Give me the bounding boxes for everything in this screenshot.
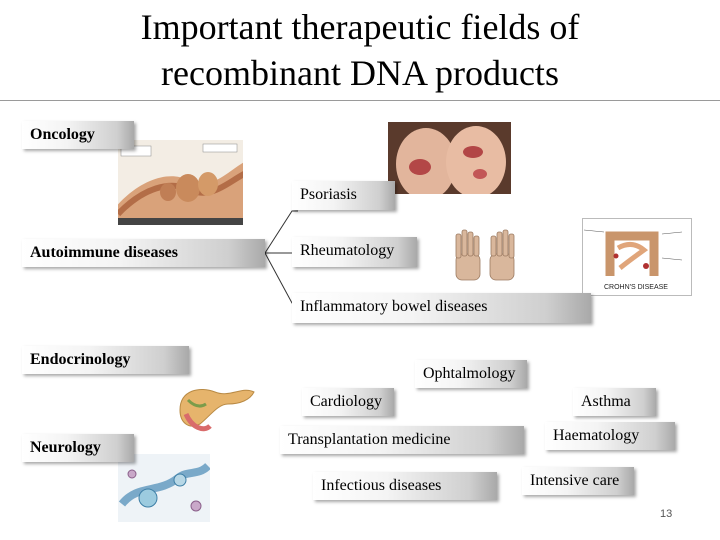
field-cardiology: Cardiology [302,388,394,416]
field-neurology: Neurology [22,434,134,462]
slide-title: Important therapeutic fields of recombin… [0,4,720,96]
connector-psoriasis [264,210,298,254]
field-inflammatory-bowel-diseases: Inflammatory bowel diseases [292,293,591,323]
psoriasis-knees-image [388,122,511,194]
title-divider [0,100,720,101]
field-psoriasis: Psoriasis [292,181,395,210]
title-line-1: Important therapeutic fields of [140,7,580,47]
field-haematology: Haematology [545,422,675,450]
field-endocrinology: Endocrinology [22,346,189,374]
field-asthma: Asthma [573,388,656,416]
field-transplantation-medicine: Transplantation medicine [280,426,524,454]
field-infectious-diseases: Infectious diseases [313,472,497,500]
field-ophtalmology: Ophtalmology [415,360,527,388]
page-number: 13 [660,508,673,520]
pancreas-image [170,370,260,440]
rheumatoid-hands-image [450,224,520,288]
field-intensive-care: Intensive care [522,467,634,495]
colon-cancer-image [118,140,243,225]
field-autoimmune-diseases: Autoimmune diseases [22,239,265,267]
field-rheumatology: Rheumatology [292,237,417,267]
neuron-image [118,454,210,522]
field-oncology: Oncology [22,121,134,149]
crohns-disease-diagram-image: CROHN'S DISEASE [582,218,692,296]
title-line-2: recombinant DNA products [161,53,559,93]
crohns-caption: CROHN'S DISEASE [604,284,668,291]
